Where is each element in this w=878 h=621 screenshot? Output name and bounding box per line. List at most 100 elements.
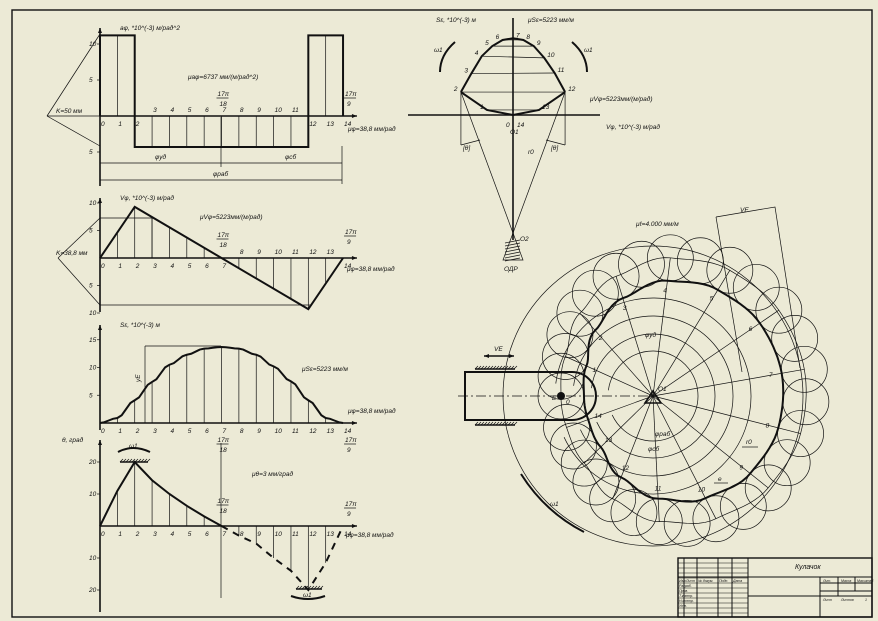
x-tick-label: 5 xyxy=(188,107,192,114)
x-tick-label: 0 xyxy=(101,428,105,435)
hatch-stroke xyxy=(122,458,127,463)
hatch-stroke xyxy=(495,421,500,426)
omega-label: ω1 xyxy=(129,443,138,450)
title-block-frame xyxy=(677,557,873,618)
x-tick-label: 13 xyxy=(327,249,335,256)
y-tick-label: 20 xyxy=(88,459,97,466)
fraction-17pi-18-numerator: 17π xyxy=(218,437,230,444)
x-axis-arrow-icon xyxy=(351,421,357,425)
polar-point-label: 4 xyxy=(475,50,479,57)
roller-position-circle xyxy=(618,240,665,288)
drawing-title: Кулачок xyxy=(795,564,821,571)
hatch-stroke xyxy=(489,421,494,426)
x-tick-label: 8 xyxy=(240,107,244,114)
y-axis-arrow-icon xyxy=(98,198,102,203)
hatch-stroke xyxy=(492,365,497,370)
theta-right-label: [θ] xyxy=(550,145,558,152)
fraction-17pi-9-numerator: 17π xyxy=(345,437,357,444)
y-tick-label: 20 xyxy=(88,587,97,594)
polar-point-label: 14 xyxy=(517,122,525,129)
y-tick-label: 5 xyxy=(89,228,93,235)
title-block-cell: 1 xyxy=(865,598,867,602)
polar-point-label: 7 xyxy=(516,32,520,39)
x-tick-label: 5 xyxy=(188,263,192,270)
construction-line xyxy=(46,33,101,117)
title-block-cell: Н.контр. xyxy=(679,599,694,603)
hatch-stroke xyxy=(486,421,491,426)
arrow-left-icon xyxy=(484,354,489,358)
cam-phase-rise-label: φуд xyxy=(645,331,656,339)
x-tick-label: 4 xyxy=(170,428,174,435)
hatch-stroke xyxy=(301,585,306,590)
construction-line xyxy=(57,257,101,306)
polar-v-axis-title: Vφ, *10^(-3) м/рад xyxy=(606,123,660,131)
radial-line xyxy=(652,368,805,397)
x-tick-label: 3 xyxy=(153,263,157,270)
title-block-cell: Подп. xyxy=(719,579,728,583)
x-tick-label: 7 xyxy=(223,263,227,270)
x-tick-label: 12 xyxy=(309,428,317,435)
series-rise xyxy=(99,460,223,527)
x-tick-label: 10 xyxy=(275,531,283,538)
hatch-stroke xyxy=(319,585,324,590)
x-tick-label: 9 xyxy=(257,107,261,114)
y-axis-title: Vφ, *10^(-3) м/рад xyxy=(120,194,174,202)
construction-line xyxy=(46,115,101,147)
x-tick-label: 12 xyxy=(309,531,317,538)
x-tick-label: 1 xyxy=(118,531,122,538)
hatch-stroke xyxy=(498,365,503,370)
radial-line xyxy=(652,257,671,397)
polar-point-label: 3 xyxy=(464,68,468,75)
roller-position-circle xyxy=(777,410,824,457)
omega-label: ω1 xyxy=(303,592,312,599)
hatch-stroke xyxy=(310,585,315,590)
title-block-cell: Лист xyxy=(822,598,832,602)
radial-line xyxy=(615,276,654,397)
x-tick-label: 7 xyxy=(223,107,227,114)
hatch-stroke xyxy=(495,365,500,370)
fraction-17pi-9-denominator: 9 xyxy=(347,447,351,454)
omega-left-label: ω1 xyxy=(434,47,443,54)
y-tick-label: 15 xyxy=(89,337,97,344)
x-tick-label: 14 xyxy=(344,428,352,435)
polar-point-label: 12 xyxy=(568,86,576,93)
phase-rise-label: φуд xyxy=(155,153,166,161)
roller-position-circle xyxy=(706,246,754,294)
hatch-stroke xyxy=(480,365,485,370)
cam-point-label: 9 xyxy=(739,464,743,471)
x-tick-label: 1 xyxy=(118,263,122,270)
cam-r0-label: r0 xyxy=(746,439,752,446)
hatch-stroke xyxy=(134,458,139,463)
fraction-17pi-18-denominator: 18 xyxy=(220,101,228,108)
omega-right-label: ω1 xyxy=(584,47,593,54)
hatch-stroke xyxy=(504,239,521,244)
polar-s-axis-title: Sε, *10^(-3) м xyxy=(436,17,477,24)
s-v-curve-lower xyxy=(460,91,566,117)
x-tick-label: 2 xyxy=(135,428,140,435)
title-block-cell: № докум. xyxy=(698,579,713,583)
fraction-17pi-9-numerator: 17π xyxy=(345,91,357,98)
roller-position-circle xyxy=(571,269,619,317)
scale-label: μSε=5223 мм/м xyxy=(301,366,349,373)
construction-line xyxy=(460,139,481,146)
roller-position-circle xyxy=(592,252,640,300)
pivot-support-icon xyxy=(643,389,663,404)
x-tick-label: 3 xyxy=(153,531,157,538)
title-block xyxy=(677,557,873,618)
x-tick-label: 2 xyxy=(135,531,140,538)
y-axis-title: Sε, *10^(-3) м xyxy=(120,322,161,329)
x-tick-label: 6 xyxy=(205,428,209,435)
hatch-stroke xyxy=(131,458,136,463)
data-curve xyxy=(99,345,344,424)
x-tick-label: 9 xyxy=(257,249,261,256)
x-tick-label: 11 xyxy=(292,107,299,114)
chord-line xyxy=(471,72,555,74)
hatch-stroke xyxy=(498,421,503,426)
scale-label: μaφ=6737 мм/(м/рад^2) xyxy=(187,73,258,81)
radial-line xyxy=(652,395,801,434)
polar-point-label: 2 xyxy=(453,86,458,93)
hatch-stroke xyxy=(489,365,494,370)
x-scale-label: μφ=38,8 мм/рад xyxy=(345,531,394,539)
polar-point-label: 5 xyxy=(485,40,489,47)
